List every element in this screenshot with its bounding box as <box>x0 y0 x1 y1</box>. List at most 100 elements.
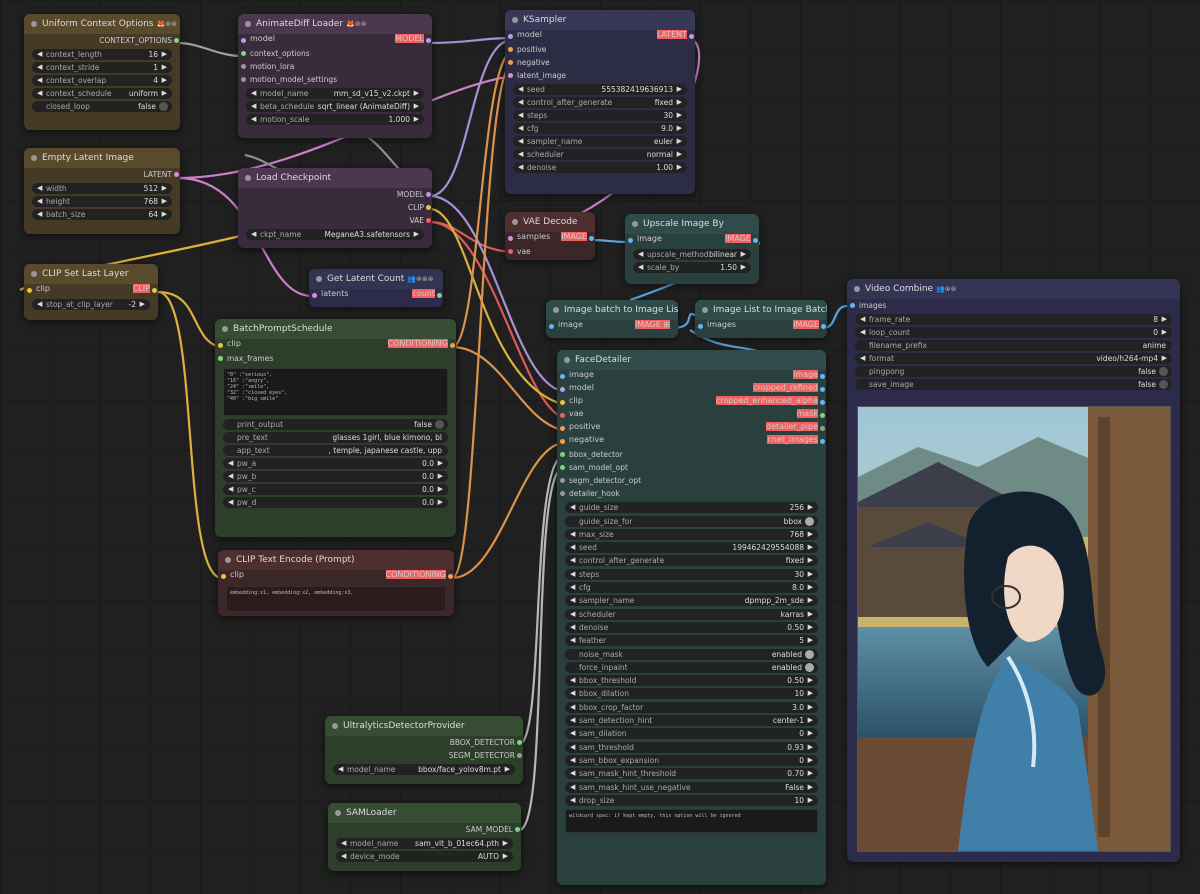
increment-arrow-icon[interactable]: ▶ <box>161 63 167 71</box>
decrement-arrow-icon[interactable]: ◀ <box>518 163 524 171</box>
socket-icon[interactable] <box>448 574 453 579</box>
socket-icon[interactable] <box>560 374 565 379</box>
increment-arrow-icon[interactable]: ▶ <box>740 250 746 258</box>
socket-icon[interactable] <box>820 413 825 418</box>
socket-icon[interactable] <box>508 73 513 78</box>
increment-arrow-icon[interactable]: ▶ <box>437 459 443 467</box>
increment-arrow-icon[interactable]: ▶ <box>676 124 682 132</box>
decrement-arrow-icon[interactable]: ◀ <box>638 263 644 271</box>
node-title[interactable]: Empty Latent Image <box>24 148 180 168</box>
socket-icon[interactable] <box>698 324 703 329</box>
decrement-arrow-icon[interactable]: ◀ <box>570 569 576 578</box>
toggle-knob-icon[interactable] <box>1159 380 1168 389</box>
socket-icon[interactable] <box>689 34 694 39</box>
increment-arrow-icon[interactable]: ▶ <box>676 111 682 119</box>
increment-arrow-icon[interactable]: ▶ <box>807 622 813 631</box>
input-slot[interactable]: sam_model_opt <box>557 461 826 474</box>
output-slot[interactable]: VAE <box>238 214 432 227</box>
prompt-textarea[interactable]: "0" :"serious", "16" :"angry", "24" :"sm… <box>223 368 448 416</box>
collapse-dot-icon[interactable] <box>245 175 251 181</box>
toggle-knob-icon[interactable] <box>805 662 814 672</box>
decrement-arrow-icon[interactable]: ◀ <box>570 676 576 685</box>
node-title[interactable]: BatchPromptSchedule <box>215 319 456 339</box>
increment-arrow-icon[interactable]: ▶ <box>413 230 419 238</box>
toggle-knob-icon[interactable] <box>159 102 168 111</box>
socket-icon[interactable] <box>589 236 594 241</box>
node-title[interactable]: Image batch to Image List <box>546 300 678 320</box>
decrement-arrow-icon[interactable]: ◀ <box>570 543 576 552</box>
decrement-arrow-icon[interactable]: ◀ <box>37 89 43 97</box>
increment-arrow-icon[interactable]: ▶ <box>807 569 813 578</box>
increment-arrow-icon[interactable]: ▶ <box>807 596 813 605</box>
increment-arrow-icon[interactable]: ▶ <box>807 529 813 538</box>
node-title[interactable]: Video Combine👥⊗⊗ <box>847 279 1180 299</box>
increment-arrow-icon[interactable]: ▶ <box>807 609 813 618</box>
decrement-arrow-icon[interactable]: ◀ <box>570 742 576 751</box>
decrement-arrow-icon[interactable]: ◀ <box>251 115 257 123</box>
increment-arrow-icon[interactable]: ▶ <box>413 89 419 97</box>
node-uniform-context-options[interactable]: Uniform Context Options🦊⊗⊗ CONTEXT_OPTIO… <box>24 14 180 130</box>
increment-arrow-icon[interactable]: ▶ <box>807 716 813 725</box>
decrement-arrow-icon[interactable]: ◀ <box>338 765 344 773</box>
node-title[interactable]: CLIP Set Last Layer <box>24 264 158 284</box>
decrement-arrow-icon[interactable]: ◀ <box>860 354 866 362</box>
prompt-textarea[interactable]: embedding:x1, embedding:x2, embedding:x3… <box>226 586 446 612</box>
increment-arrow-icon[interactable]: ▶ <box>437 472 443 480</box>
decrement-arrow-icon[interactable]: ◀ <box>37 50 43 58</box>
socket-icon[interactable] <box>820 439 825 444</box>
collapse-dot-icon[interactable] <box>553 307 559 313</box>
node-title[interactable]: Upscale Image By <box>625 214 759 234</box>
increment-arrow-icon[interactable]: ▶ <box>807 702 813 711</box>
input-slot[interactable]: latent_image <box>505 69 695 82</box>
socket-icon[interactable] <box>312 293 317 298</box>
increment-arrow-icon[interactable]: ▶ <box>1161 354 1167 362</box>
increment-arrow-icon[interactable]: ▶ <box>161 184 167 192</box>
decrement-arrow-icon[interactable]: ◀ <box>860 328 866 336</box>
increment-arrow-icon[interactable]: ▶ <box>807 583 813 592</box>
increment-arrow-icon[interactable]: ▶ <box>807 742 813 751</box>
collapse-dot-icon[interactable] <box>564 357 570 363</box>
collapse-dot-icon[interactable] <box>335 810 341 816</box>
decrement-arrow-icon[interactable]: ◀ <box>638 250 644 258</box>
collapse-dot-icon[interactable] <box>222 326 228 332</box>
socket-icon[interactable] <box>508 47 513 52</box>
socket-icon[interactable] <box>508 249 513 254</box>
input-slot[interactable]: context_options <box>238 47 432 60</box>
node-title[interactable]: VAE Decode <box>505 212 595 232</box>
collapse-dot-icon[interactable] <box>316 276 322 282</box>
node-title[interactable]: Load Checkpoint <box>238 168 432 188</box>
decrement-arrow-icon[interactable]: ◀ <box>570 689 576 698</box>
collapse-dot-icon[interactable] <box>632 221 638 227</box>
increment-arrow-icon[interactable]: ▶ <box>807 795 813 804</box>
collapse-dot-icon[interactable] <box>31 21 37 27</box>
input-slot[interactable]: vae <box>505 245 595 258</box>
